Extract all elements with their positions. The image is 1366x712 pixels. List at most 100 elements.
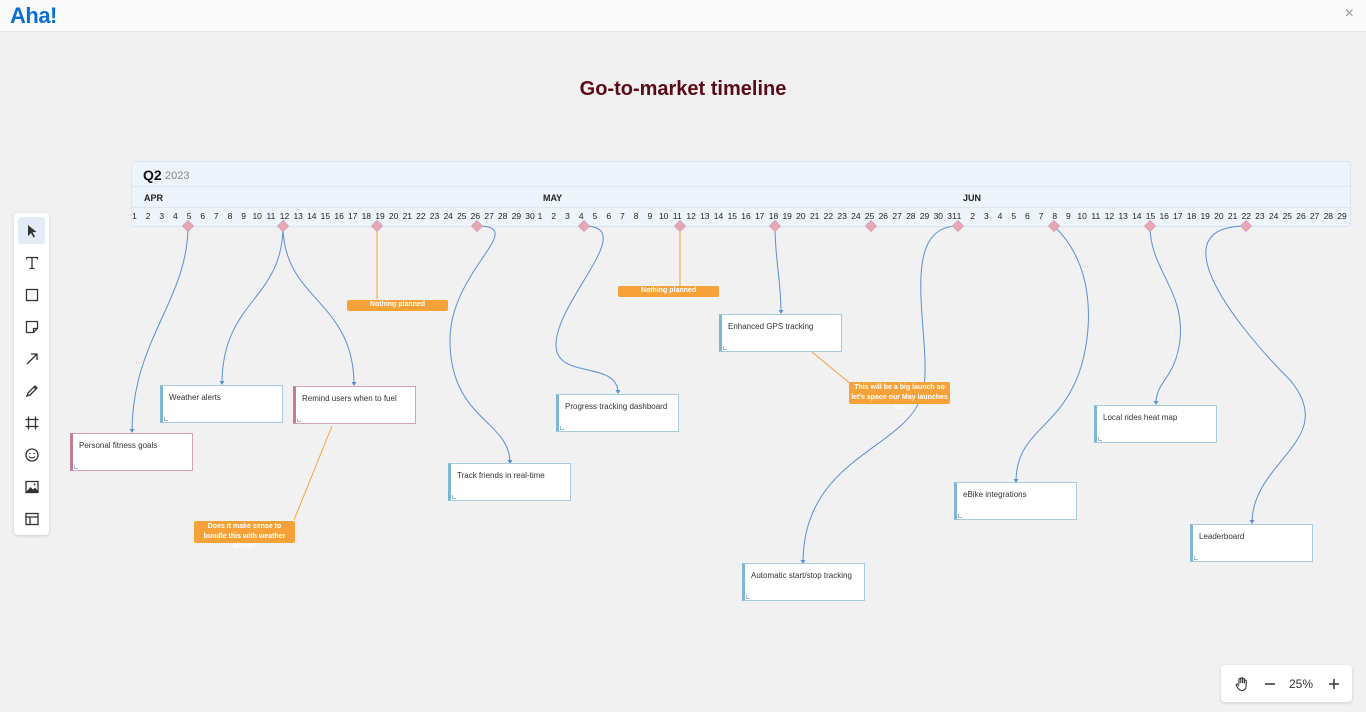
day-number: 21 [402, 211, 413, 221]
day-number: 28 [906, 211, 916, 221]
connector-line [449, 225, 511, 464]
close-icon[interactable]: × [1344, 5, 1354, 22]
sticky-note-tool[interactable] [18, 313, 45, 340]
card-weather-alerts[interactable]: Weather alerts [160, 385, 283, 423]
card-heat-map[interactable]: Local rides heat map [1094, 405, 1217, 443]
note-connector [811, 351, 853, 386]
card-enhanced-gps[interactable]: Enhanced GPS tracking [719, 314, 842, 352]
day-number: 18 [361, 211, 372, 221]
day-number: 20 [796, 211, 806, 221]
card-remind-fuel[interactable]: Remind users when to fuel [293, 386, 416, 424]
day-number: 30 [525, 211, 535, 221]
aha-logo[interactable]: Aha! [10, 3, 57, 28]
zoom-in-button[interactable] [1321, 665, 1347, 702]
quarter-year: 2023 [165, 170, 190, 182]
connector-line [1015, 225, 1089, 483]
arrow-head [129, 429, 135, 433]
note-nothing-planned-apr[interactable]: Nothing planned [347, 300, 448, 311]
day-number: 26 [1296, 211, 1306, 221]
day-number: 4 [173, 211, 178, 221]
day-number: 8 [227, 211, 233, 221]
page-title[interactable]: Go-to-market timeline [579, 78, 787, 100]
day-number: 13 [1118, 211, 1128, 221]
card-ebike[interactable]: eBike integrations [954, 482, 1077, 520]
note-big-launch[interactable]: This will be a big launch so let's space… [849, 382, 950, 411]
day-number: 23 [1255, 211, 1265, 221]
connector-line [1149, 225, 1181, 405]
day-number: 27 [892, 211, 902, 221]
frame-tool[interactable] [18, 409, 45, 436]
day-number: 8 [1052, 211, 1058, 221]
connector-line [1205, 225, 1306, 524]
arrow-head [615, 390, 621, 394]
smiley-icon [24, 447, 39, 462]
day-number: 6 [606, 211, 612, 221]
arrow-head [1013, 479, 1019, 483]
milestone-marker [951, 219, 965, 233]
milestone-marker [370, 219, 384, 233]
day-number: 12 [279, 211, 290, 221]
top-bar: Aha! × [0, 0, 1366, 32]
day-number: 3 [565, 211, 570, 221]
card-leaderboard[interactable]: Leaderboard [1190, 524, 1313, 562]
card-track-friends[interactable]: Track friends in real-time [448, 463, 571, 501]
day-number: 2 [970, 211, 976, 221]
milestone-marker [864, 219, 878, 233]
text-tool[interactable] [18, 249, 45, 276]
milestone-marker [673, 219, 687, 233]
note-bundle-question[interactable]: Does it make sense to bundle this with w… [194, 521, 295, 550]
template-icon [24, 512, 39, 525]
card-label: Weather alerts [169, 393, 221, 402]
milestone-marker [470, 219, 484, 233]
zoom-out-button[interactable] [1258, 665, 1282, 702]
pan-button[interactable] [1227, 665, 1257, 702]
day-number: 14 [307, 211, 317, 221]
milestone-marker [276, 219, 290, 233]
arrow-tool[interactable] [18, 345, 45, 372]
image-tool[interactable] [18, 473, 45, 500]
image-icon [24, 480, 39, 493]
note-nothing-planned-may[interactable]: Nothing planned [618, 286, 719, 297]
day-number: 11 [672, 211, 682, 221]
card-auto-tracking[interactable]: Automatic start/stop tracking [742, 563, 865, 601]
day-number: 22 [1241, 211, 1252, 221]
card-personal-fitness-goals[interactable]: Personal fitness goals [70, 433, 193, 471]
shape-tool[interactable] [18, 281, 45, 308]
day-number: 7 [213, 211, 219, 221]
card-progress-dashboard[interactable]: Progress tracking dashboard [556, 394, 679, 432]
day-number: 28 [497, 211, 508, 221]
card-label: Personal fitness goals [79, 441, 158, 450]
milestone-marker [1143, 219, 1157, 233]
day-number: 26 [878, 211, 889, 221]
month-label-apr: APR [144, 193, 164, 203]
milestone-marker [1047, 219, 1061, 233]
select-tool[interactable] [18, 217, 45, 244]
pen-tool[interactable] [18, 377, 45, 404]
day-number: 29 [1337, 211, 1347, 221]
arrow-head [1153, 401, 1159, 405]
day-number: 19 [782, 211, 792, 221]
zoom-level[interactable]: 25% [1288, 676, 1314, 691]
milestone-marker [768, 219, 782, 233]
day-number: 10 [252, 211, 262, 221]
day-number: 17 [1173, 211, 1183, 221]
day-number: 29 [919, 211, 930, 221]
day-number: 3 [984, 211, 989, 221]
template-tool[interactable] [18, 505, 45, 532]
day-number: 24 [443, 211, 453, 221]
day-number: 13 [293, 211, 303, 221]
milestone-marker [577, 219, 591, 233]
card-label: Remind users when to fuel [302, 394, 397, 403]
arrow-head [1249, 520, 1255, 524]
day-number: 4 [578, 211, 584, 221]
day-number: 31 [947, 211, 957, 221]
emoji-tool[interactable] [18, 441, 45, 468]
day-number: 14 [1132, 211, 1142, 221]
arrow-head [800, 560, 806, 564]
day-number: 18 [768, 211, 779, 221]
day-number: 24 [1268, 211, 1279, 221]
day-number: 15 [320, 211, 331, 221]
